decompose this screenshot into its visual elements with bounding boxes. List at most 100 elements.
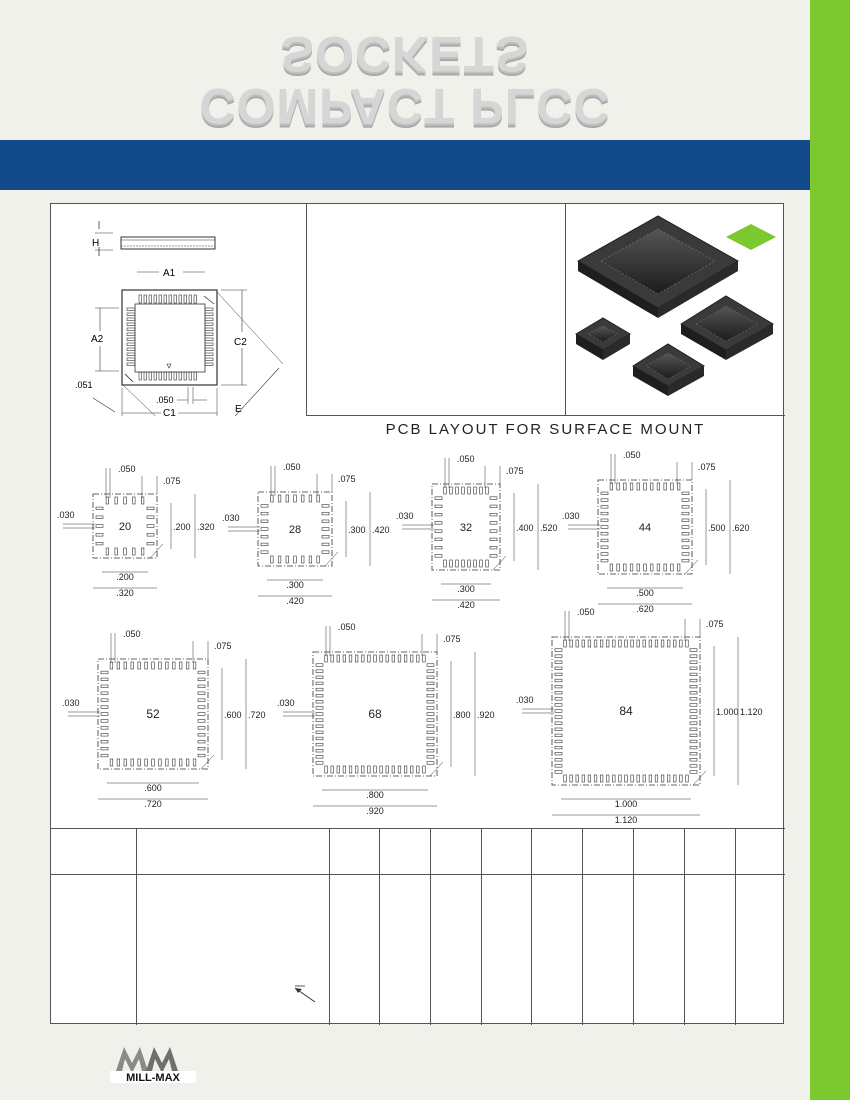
footprint-pad — [141, 547, 145, 556]
footprint-pad — [434, 537, 443, 541]
footprint-pad — [426, 730, 435, 734]
footprint-pad — [410, 654, 414, 663]
footprint-pad — [426, 736, 435, 741]
footprint-pad — [677, 482, 681, 491]
outer-width-label: .320 — [116, 588, 134, 598]
table-column-divider — [136, 829, 137, 1025]
footprint-pad — [403, 654, 408, 663]
footprint-pad — [315, 706, 324, 710]
footprint-pad — [146, 542, 155, 546]
footprint-pad — [689, 691, 698, 695]
table-header-divider — [51, 874, 785, 875]
footprint-pad — [426, 718, 435, 722]
footprint-pad — [151, 661, 155, 670]
footprint-outline — [597, 479, 693, 575]
footprint-pad — [679, 639, 683, 648]
footprint-pad — [197, 712, 206, 716]
logo-svg: MILL-MAX — [110, 1047, 196, 1084]
footprint-pad — [100, 719, 109, 723]
footprint-pad — [367, 654, 371, 663]
footprint-pad — [321, 519, 330, 523]
footprint-pad — [100, 684, 109, 688]
footprint-pad — [95, 515, 104, 519]
footprint-pad — [656, 482, 661, 491]
footprint-pad — [616, 482, 620, 491]
footprint-pad — [581, 639, 585, 648]
footprint-pad — [197, 698, 206, 702]
footprint-pad — [643, 482, 647, 491]
footprint-pad — [489, 504, 498, 508]
footprint-pad — [192, 758, 197, 767]
footprint-pad — [158, 661, 162, 670]
footprint-pad — [677, 563, 681, 572]
footprint-pad — [689, 727, 698, 731]
footprint-pad — [689, 709, 698, 713]
footprint-pad — [654, 639, 659, 648]
footprint-pad — [285, 494, 289, 503]
footprint-pad — [689, 654, 698, 658]
footprint-pad — [648, 774, 652, 783]
footprint-pad — [554, 764, 563, 768]
footprint-pad — [650, 482, 654, 491]
footprint-pad — [434, 546, 443, 550]
inner-width-label: .800 — [366, 790, 384, 800]
footprint-pad — [321, 504, 330, 508]
footprint-pad — [434, 504, 443, 508]
footprint-pad — [100, 733, 109, 737]
pad-offset-label: .075 — [163, 476, 181, 486]
footprint-pad — [575, 639, 579, 648]
footprint-pad — [554, 697, 563, 701]
inner-width-label: 1.000 — [615, 799, 638, 809]
footprint-pad — [467, 559, 471, 568]
footprint-pad — [689, 758, 698, 762]
footprint-pad — [301, 555, 305, 564]
outer-height-label: .720 — [248, 710, 266, 720]
footprint-outline — [92, 493, 158, 559]
inner-width-label: .300 — [286, 580, 304, 590]
footprint-pad — [123, 661, 127, 670]
footprint-pad — [660, 774, 665, 783]
footprint-pad — [315, 736, 324, 741]
footprint-pad — [473, 559, 477, 568]
outer-width-label: 1.120 — [615, 815, 638, 825]
footprint-pad — [443, 486, 447, 495]
footprint-pad — [316, 494, 320, 503]
footprint-pad — [581, 774, 585, 783]
footprint-pad — [612, 639, 616, 648]
footprint-pad — [260, 535, 269, 539]
footprint-pad — [123, 758, 127, 767]
footprint-pad — [426, 755, 435, 759]
pad-width-label: .030 — [516, 695, 534, 705]
footprint-pad — [629, 563, 634, 572]
footprint-pad — [391, 765, 395, 774]
outer-width-label: .720 — [144, 799, 162, 809]
footprint-pad — [197, 747, 206, 751]
footprint-pad — [379, 654, 383, 663]
footprint-pad — [443, 559, 447, 568]
footprint-pad — [689, 745, 698, 750]
footprint-pad — [260, 550, 269, 554]
footprint-pad — [689, 733, 698, 737]
footprint-pad — [473, 486, 477, 495]
footprint-pad — [434, 513, 443, 517]
datasheet-frame: H A1 — [50, 203, 785, 1025]
footprint-pad — [467, 486, 471, 495]
footprint-pad — [146, 533, 155, 537]
footprint-pad — [100, 747, 109, 751]
footprint-pad — [315, 694, 324, 698]
footprint-pad — [642, 639, 646, 648]
pad-width-label: .030 — [222, 513, 240, 523]
pad-pitch-label: .050 — [577, 607, 595, 617]
footprint-pad — [315, 681, 324, 686]
outer-height-label: .420 — [372, 525, 390, 535]
inner-width-label: .200 — [116, 572, 134, 582]
footprint-pad — [355, 654, 359, 663]
footprint-pad — [114, 496, 118, 505]
footprint-pad — [554, 654, 563, 658]
footprint-pad — [426, 712, 435, 716]
pad-pitch-label: .050 — [623, 450, 641, 460]
footprint-pad — [667, 774, 671, 783]
footprint-pad — [324, 765, 328, 774]
pad-offset-label: .075 — [506, 466, 524, 476]
